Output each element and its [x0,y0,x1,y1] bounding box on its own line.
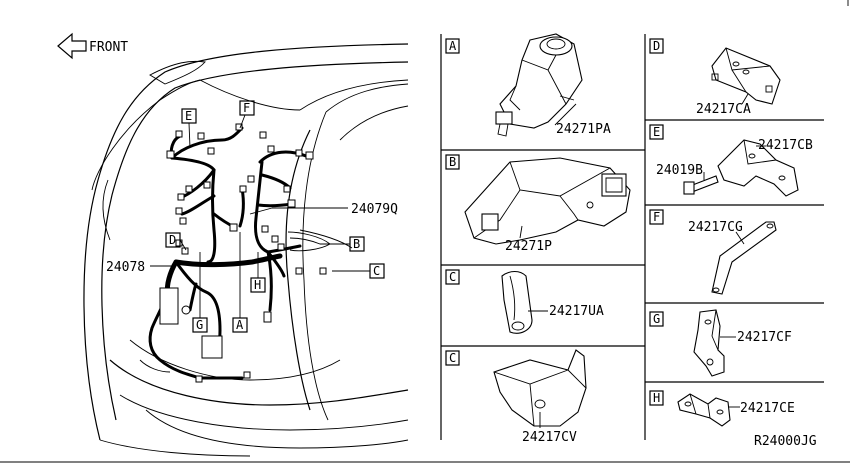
svg-text:24079Q: 24079Q [351,202,398,217]
svg-text:C: C [373,264,380,278]
panel-f: F 24217CG [649,209,777,295]
svg-text:H: H [653,391,660,405]
panel-grid [440,34,824,440]
svg-text:G: G [653,312,660,326]
bracket-24217cv [493,349,587,427]
connector-bracket-24271pa [495,33,583,137]
front-arrow-icon [57,32,87,60]
panel-c-upper: C 24217UA [445,269,604,334]
svg-text:E: E [185,109,192,123]
tag-h: H [250,252,266,293]
svg-text:24078: 24078 [106,260,145,275]
svg-text:C: C [449,351,456,365]
clip-24217ua [501,270,533,334]
svg-text:B: B [449,155,456,169]
bracket-24217cb [717,139,799,197]
svg-text:F: F [243,101,250,115]
svg-text:24217CE: 24217CE [740,401,795,416]
bolt-24019b [683,175,719,195]
panel-c-lower: C 24217CV [445,349,587,445]
tag-b: B [287,231,365,252]
svg-text:H: H [254,278,261,292]
svg-text:24271PA: 24271PA [556,122,611,137]
tag-a: A [232,232,248,333]
svg-text:A: A [236,318,244,332]
callout-24079q: 24079Q [249,202,398,217]
svg-text:D: D [653,39,660,53]
harness-connectors [159,123,327,383]
bracket-24217ca [711,47,781,105]
tag-f: F [239,100,255,129]
svg-text:D: D [169,233,176,247]
panel-g: G 24217CF [649,309,792,377]
panel-h: H 24217CE [649,390,795,427]
panel-e: E 24217CB 24019B [649,124,813,197]
svg-text:E: E [653,125,660,139]
front-label: FRONT [89,40,128,55]
bracket-24217cf [693,309,725,377]
panel-a: A 24271PA [445,33,611,137]
front-indicator: FRONT [57,32,128,60]
svg-text:B: B [353,237,360,251]
svg-text:24217UA: 24217UA [549,304,604,319]
svg-text:24271P: 24271P [505,239,552,254]
tag-g: G [192,252,208,333]
bracket-24217ce [677,393,731,427]
svg-text:24217CF: 24217CF [737,330,792,345]
svg-text:24217CV: 24217CV [522,430,577,445]
svg-text:24217CG: 24217CG [688,220,743,235]
bracket-24271p [464,157,631,245]
panel-d: D 24217CA [649,38,781,117]
tag-c: C [332,263,385,279]
strap-24217cg [711,221,777,295]
svg-text:24217CA: 24217CA [696,102,751,117]
tag-d: D [165,232,187,251]
callout-24078: 24078 [106,260,176,275]
svg-text:24019B: 24019B [656,163,703,178]
svg-text:A: A [449,39,457,53]
svg-text:24217CB: 24217CB [758,138,813,153]
main-view-tags: E F D G A H B [165,100,385,333]
wiring-harness-24078 [148,126,308,380]
svg-text:F: F [653,210,660,224]
panel-b: B 24271P [445,154,631,254]
tag-e: E [181,108,197,149]
diagram-code: R24000JG [754,434,817,449]
svg-text:G: G [196,318,203,332]
svg-text:C: C [449,270,456,284]
